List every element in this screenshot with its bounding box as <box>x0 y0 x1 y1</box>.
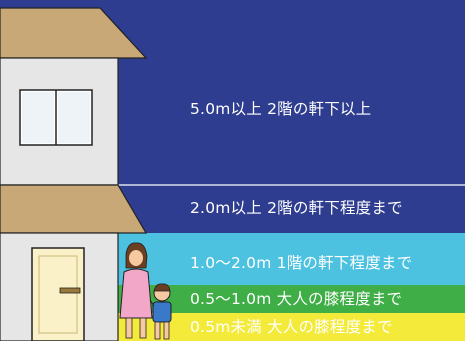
label-level-below: 0.5m未満 大人の膝程度まで <box>190 318 393 336</box>
label-level-5m: 5.0m以上 2階の軒下以上 <box>190 100 372 118</box>
band-1m <box>118 233 465 285</box>
band-below-05m <box>118 313 465 341</box>
label-level-1m: 1.0～2.0m 1階の軒下程度まで <box>190 254 413 272</box>
label-level-05m: 0.5～1.0m 大人の膝程度まで <box>190 290 403 308</box>
band-05m <box>118 285 465 313</box>
adult-figure <box>119 242 153 339</box>
label-level-2m: 2.0m以上 2階の軒下程度まで <box>190 199 403 217</box>
lower-roof <box>0 184 148 234</box>
child-figure <box>149 283 172 340</box>
upper-roof <box>0 7 148 59</box>
door-icon <box>31 247 85 342</box>
